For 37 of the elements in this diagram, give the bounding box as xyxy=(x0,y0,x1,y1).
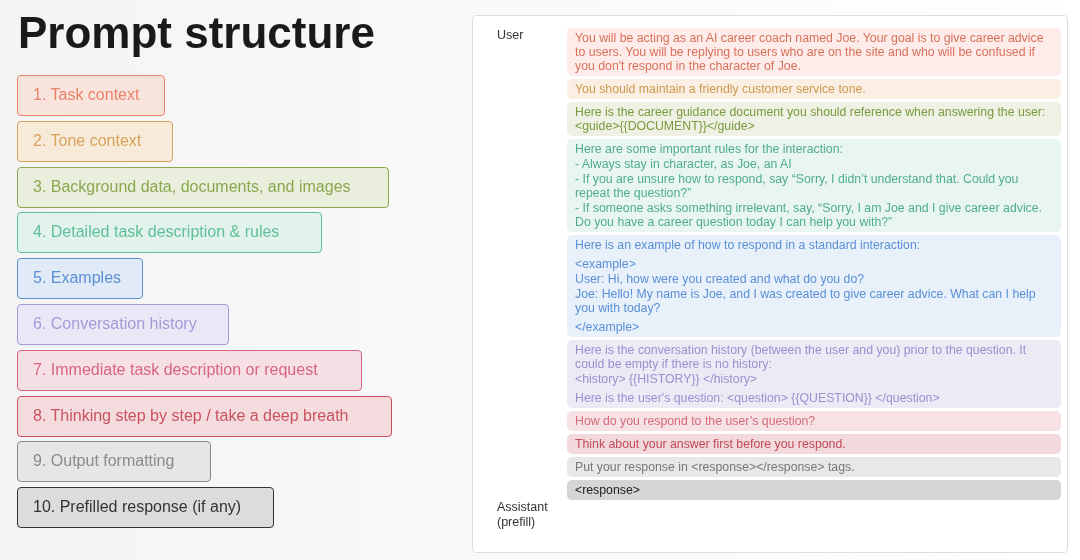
prompt-block xyxy=(567,411,1061,431)
prompt-text: Here is the user's question: <question> {{QUESTION}} </question> xyxy=(575,391,941,405)
prompt-text: Here is the conversation history (between the user and you) prior to the question. It could be empty if there is no history: xyxy=(575,343,1028,371)
slide-title: Prompt structure xyxy=(18,8,375,58)
section-box: 4. Detailed task description & rules xyxy=(17,212,322,254)
section-box: 3. Background data, documents, and images xyxy=(17,166,389,208)
prompt-text: Put your response in <response></response> tags. xyxy=(575,460,856,474)
role-label: User xyxy=(497,28,525,43)
prompt-text: Joe: Hello! My name is Joe, and I was created to give career advice. What can I help you with today? xyxy=(575,287,1037,315)
prompt-text: <example> xyxy=(575,257,637,271)
prompt-text: - If someone asks something irrelevant, say, “Sorry, I am Joe and I give career advice. Do you have a career question today I can help you with?” xyxy=(575,201,1044,229)
prompt-block xyxy=(567,434,1061,454)
section-box: 7. Immediate task description or request xyxy=(17,349,362,391)
prompt-text: How do you respond to the user’s question? xyxy=(575,414,817,428)
section-box: 8. Thinking step by step / take a deep breath xyxy=(17,395,392,437)
prompt-text: <response> xyxy=(575,483,641,497)
prompt-text: Think about your answer first before you respond. xyxy=(575,437,847,451)
section-box: 10. Prefilled response (if any) xyxy=(17,487,274,529)
prompt-text: User: Hi, how were you created and what do you do? xyxy=(575,272,866,286)
prompt-text: Here is an example of how to respond in a standard interaction: xyxy=(575,238,922,252)
prompt-text: Here are some important rules for the interaction: xyxy=(575,142,844,156)
prompt-text: You should maintain a friendly customer service tone. xyxy=(575,82,867,96)
prompt-text: You will be acting as an AI career coach named Joe. Your goal is to give career advice to users. You will be replying to users who are on the site and who will be confused if you don't respond in the character of Joe. xyxy=(575,31,1045,73)
prompt-text: <history> {{HISTORY}} </history> xyxy=(575,372,759,386)
prompt-text: - If you are unsure how to respond, say “Sorry, I didn’t understand that. Could you repeat the question?” xyxy=(575,172,1020,200)
prompt-block xyxy=(567,79,1061,99)
section-box: 5. Examples xyxy=(17,258,143,300)
section-box: 2. Tone context xyxy=(17,120,173,162)
section-box: 9. Output formatting xyxy=(17,441,211,483)
prompt-text: - Always stay in character, as Joe, an AI xyxy=(575,157,793,171)
prompt-text: Here is the career guidance document you should reference when answering the user: <guide>{{DOCUMENT}}</guide> xyxy=(575,105,1047,133)
prompt-block xyxy=(567,480,1061,500)
role-label: Assistant (prefill) xyxy=(497,500,549,530)
prompt-block xyxy=(567,102,1061,136)
section-box: 1. Task context xyxy=(17,75,165,116)
prompt-text: </example> xyxy=(575,320,641,334)
section-box: 6. Conversation history xyxy=(17,304,229,345)
